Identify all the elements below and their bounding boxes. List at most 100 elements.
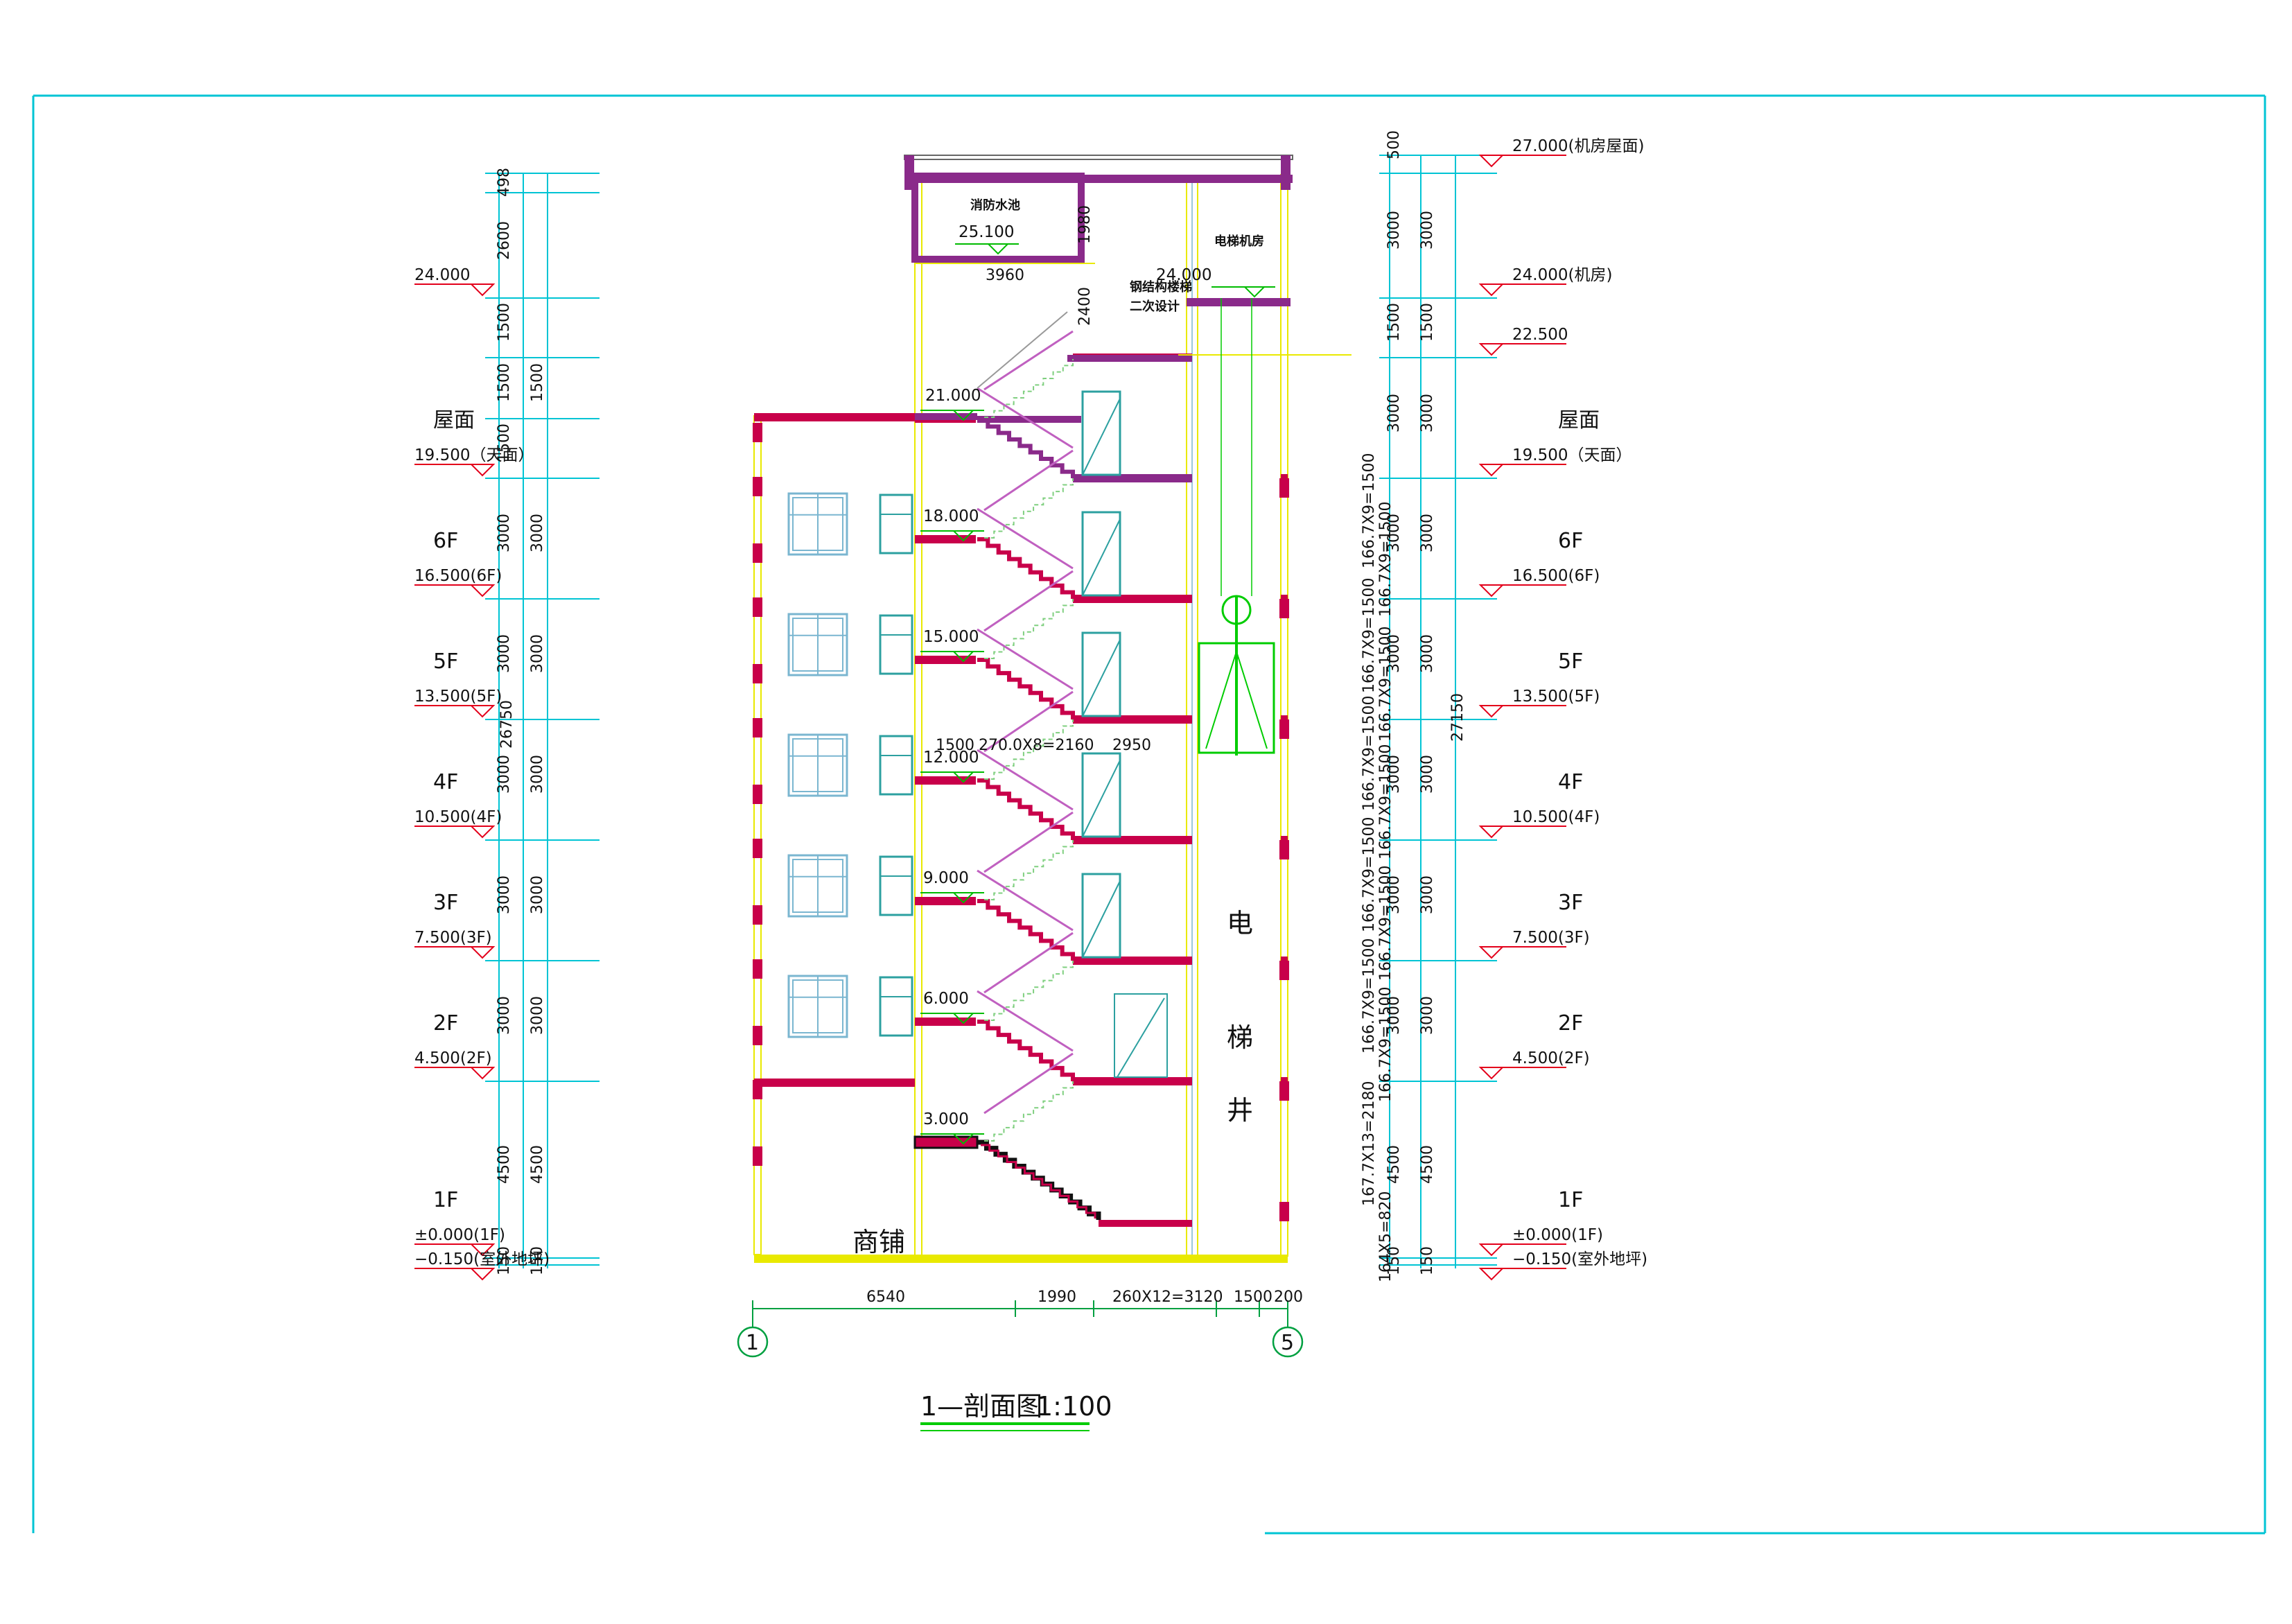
sheet-frame	[32, 94, 2266, 1535]
right-pier	[1279, 840, 1289, 859]
section-scale: 1:100	[1036, 1391, 1112, 1422]
stair-dim-b: 166.7X9=1500	[1377, 502, 1394, 617]
bottom-dim-3: 260X12=3120	[1112, 1289, 1223, 1306]
right-level-tri	[1478, 705, 1505, 718]
right-inner-dim-text: 3000	[1419, 875, 1436, 914]
building-section	[753, 155, 1351, 1263]
stair-flight-ground-inner	[981, 1144, 1096, 1219]
door-swing	[1082, 760, 1121, 837]
stair-rail-down	[977, 387, 1074, 449]
right-level-elev: 7.500(3F)	[1512, 929, 1590, 947]
elevator-brace-r	[1236, 651, 1268, 749]
right-level-elev: 19.500（天面）	[1512, 446, 1631, 464]
window-group	[787, 492, 913, 1038]
stair-flight-up	[984, 1081, 1074, 1142]
roof-slab-r	[1073, 474, 1192, 482]
left-inner-dim-text: 4500	[529, 1145, 546, 1184]
stair-rail-down	[977, 507, 1074, 570]
shaft-char-1: 电	[1227, 908, 1253, 938]
parapet-r	[1281, 155, 1291, 190]
level-15000: 15.000	[923, 628, 979, 646]
left-level-tri	[469, 1268, 496, 1281]
landing-dim: 1500	[936, 737, 974, 754]
door-swing	[1082, 518, 1121, 596]
floor-slab	[1073, 957, 1192, 965]
right-outer-dim-text: 3000	[1385, 211, 1403, 250]
shaft-char-2: 梯	[1227, 1022, 1253, 1053]
left-inner-dim-text: 3000	[529, 996, 546, 1035]
bottom-dim-5: 200	[1274, 1289, 1303, 1306]
stair-flight-roof	[977, 418, 1075, 478]
left-floor-label: 1F	[433, 1188, 458, 1212]
left-level-tri	[469, 584, 496, 597]
right-outer-dim-text: 3000	[1385, 875, 1403, 914]
window-small	[879, 855, 913, 916]
stair-handrail	[983, 932, 1074, 994]
door-swing	[1082, 639, 1121, 717]
section-title: 1—剖面图	[920, 1391, 1042, 1422]
stair-flight-up	[984, 478, 1074, 539]
right-floor-label: 6F	[1558, 529, 1583, 553]
left-level-elev: 13.500(5F)	[414, 688, 502, 706]
right-level-tri	[1478, 946, 1505, 959]
level-21000: 21.000	[925, 387, 981, 405]
level-3000: 3.000	[923, 1110, 969, 1128]
floor-slab	[1073, 595, 1192, 603]
left-pier-b	[753, 597, 762, 617]
left-outer-dim-text: 3000	[496, 755, 513, 794]
right-floor-label: 1F	[1558, 1188, 1583, 1212]
left-floor-label: 5F	[433, 649, 458, 674]
stair-dim-a: 166.7X9=1500	[1361, 453, 1378, 568]
bottom-landing	[1099, 1220, 1192, 1227]
upper-height-dim: 2400	[1076, 287, 1094, 326]
right-level-tri	[1478, 1067, 1505, 1080]
window-small	[879, 494, 913, 555]
door-swing	[1082, 398, 1121, 475]
right-total-dim: 27150	[1449, 693, 1467, 742]
left-pier-b	[753, 718, 762, 737]
right-floor-label: 2F	[1558, 1011, 1583, 1036]
stair-flight-up	[984, 599, 1074, 659]
stair-handrail	[983, 690, 1074, 753]
right-level-elev: 24.000(机房)	[1512, 266, 1612, 284]
treads-dim: 270.0X8=2160	[979, 737, 1094, 754]
right-floor-label: 3F	[1558, 891, 1583, 915]
right-level-tri	[1478, 283, 1505, 297]
bottom-dim-2: 1990	[1038, 1289, 1076, 1306]
window	[787, 733, 848, 797]
tank-height-dim: 1980	[1076, 205, 1094, 244]
stair-handrail	[983, 570, 1074, 632]
left-level-tri	[469, 946, 496, 959]
right-level-tri	[1478, 343, 1505, 356]
right-inner-dim-text: 3000	[1419, 634, 1436, 673]
level-gridlines	[485, 155, 1497, 1268]
level-markers	[414, 155, 1566, 1281]
level-25100: 25.100	[959, 223, 1014, 241]
left-floor-label: 4F	[433, 770, 458, 794]
left-outer-dim-text: 4500	[496, 1145, 513, 1184]
left-floor-label: 6F	[433, 529, 458, 553]
window-small	[879, 614, 913, 675]
right-inner-dim-text: 3000	[1419, 996, 1436, 1035]
left-level-tri	[469, 826, 496, 839]
right-inner-dim-text: 1500	[1419, 303, 1436, 342]
left-level-tri	[469, 464, 496, 477]
stair-wall-edge	[914, 174, 922, 1257]
left-level-tri	[469, 705, 496, 718]
left-outer-dim-text: 3000	[496, 514, 513, 552]
floor-slab	[1073, 1077, 1192, 1085]
right-outer-dim-text: 3000	[1385, 996, 1403, 1035]
stair-group	[977, 311, 1101, 1220]
left-level-elev: 4.500(2F)	[414, 1049, 492, 1067]
stair-dim-b: 166.7X9=1500	[1377, 627, 1394, 742]
stair-flight-down	[977, 778, 1075, 840]
door	[1081, 390, 1121, 476]
left-outer-dim-text: 1500	[496, 424, 513, 462]
stair-flight-down	[977, 537, 1075, 599]
right-level-tri	[1478, 1268, 1505, 1281]
right-outer-dim-text: 500	[1385, 130, 1403, 159]
right-floor-label: 4F	[1558, 770, 1583, 794]
door-swing	[1082, 880, 1121, 958]
